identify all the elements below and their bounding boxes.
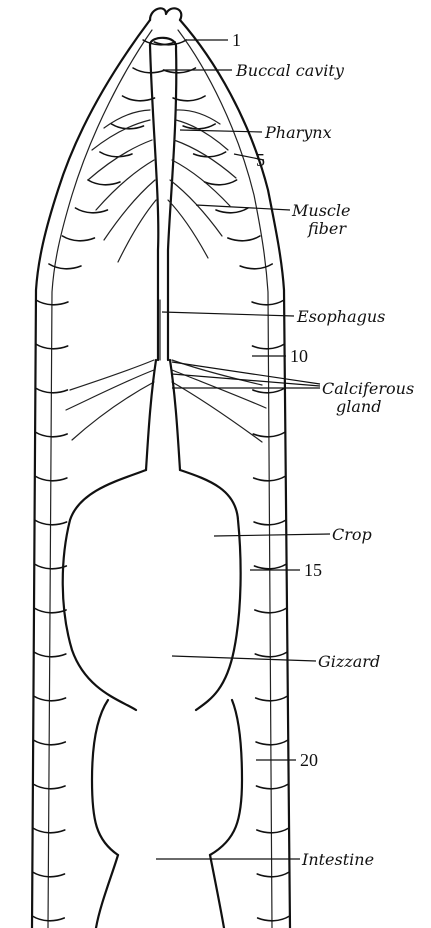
label-segment-10: 10 xyxy=(290,346,308,366)
segment-ring-right xyxy=(258,916,290,921)
label-buccal-cavity: Buccal cavity xyxy=(235,61,345,80)
segment-ring-left xyxy=(75,208,107,213)
label-esophagus: Esophagus xyxy=(296,307,385,326)
label-segment-20: 20 xyxy=(300,750,318,770)
segment-ring-right xyxy=(254,520,286,525)
segment-ring-right xyxy=(256,740,288,745)
segment-ring-left xyxy=(88,180,120,185)
segment-ring-left xyxy=(49,264,81,269)
calciferous-glands xyxy=(66,360,266,470)
segment-ring-right xyxy=(254,564,286,569)
segment-ring-right xyxy=(183,124,215,129)
segment-ring-right xyxy=(257,828,289,833)
label-pharynx: Pharynx xyxy=(264,123,332,142)
label-muscle-line1: Muscle xyxy=(291,201,350,220)
segment-ring-right xyxy=(256,784,288,789)
segment-ring-left xyxy=(123,96,155,101)
label-muscle-fiber-line2: fiber xyxy=(307,219,347,238)
crop xyxy=(63,470,241,710)
segment-ring-right xyxy=(216,208,248,213)
label-segment-15: 15 xyxy=(304,560,322,580)
segment-ring-left xyxy=(100,152,132,157)
segment-ring-right xyxy=(255,652,287,657)
muscle-fiber-strand xyxy=(92,120,150,150)
segment-ring-right xyxy=(240,264,272,269)
segment-ring-right xyxy=(255,608,287,613)
muscle-fiber-strand xyxy=(118,200,156,262)
muscle-fiber-strand xyxy=(174,140,236,178)
body-segments xyxy=(32,40,289,921)
segment-ring-left xyxy=(133,68,165,73)
label-segment-5: 5 xyxy=(256,150,265,170)
label-segment-1: 1 xyxy=(232,30,241,50)
leader-lines xyxy=(156,40,330,859)
muscle-fiber-strand xyxy=(172,160,230,206)
muscle-fiber-strand xyxy=(168,200,208,258)
label-muscle-fiber: Muscle xyxy=(291,201,350,220)
segment-ring-left xyxy=(62,236,94,241)
muscle-fiber-strand xyxy=(170,180,222,236)
label-calciferous: Calciferous xyxy=(322,379,414,398)
worm-body-outline xyxy=(32,8,290,928)
label-calciferous-gland: gland xyxy=(336,397,381,416)
segment-ring-right xyxy=(205,180,237,185)
segment-ring-right xyxy=(228,236,260,241)
label-gizzard: Gizzard xyxy=(318,652,380,671)
gizzard xyxy=(92,700,242,855)
segment-ring-right xyxy=(173,96,205,101)
intestine xyxy=(96,855,224,928)
muscle-fiber-strand xyxy=(104,180,155,240)
label-intestine: Intestine xyxy=(301,850,374,869)
segment-ring-right xyxy=(194,152,226,157)
label-crop: Crop xyxy=(332,525,372,544)
segment-ring-right xyxy=(257,872,289,877)
muscle-fibers xyxy=(88,110,236,262)
segment-ring-right xyxy=(256,696,288,701)
